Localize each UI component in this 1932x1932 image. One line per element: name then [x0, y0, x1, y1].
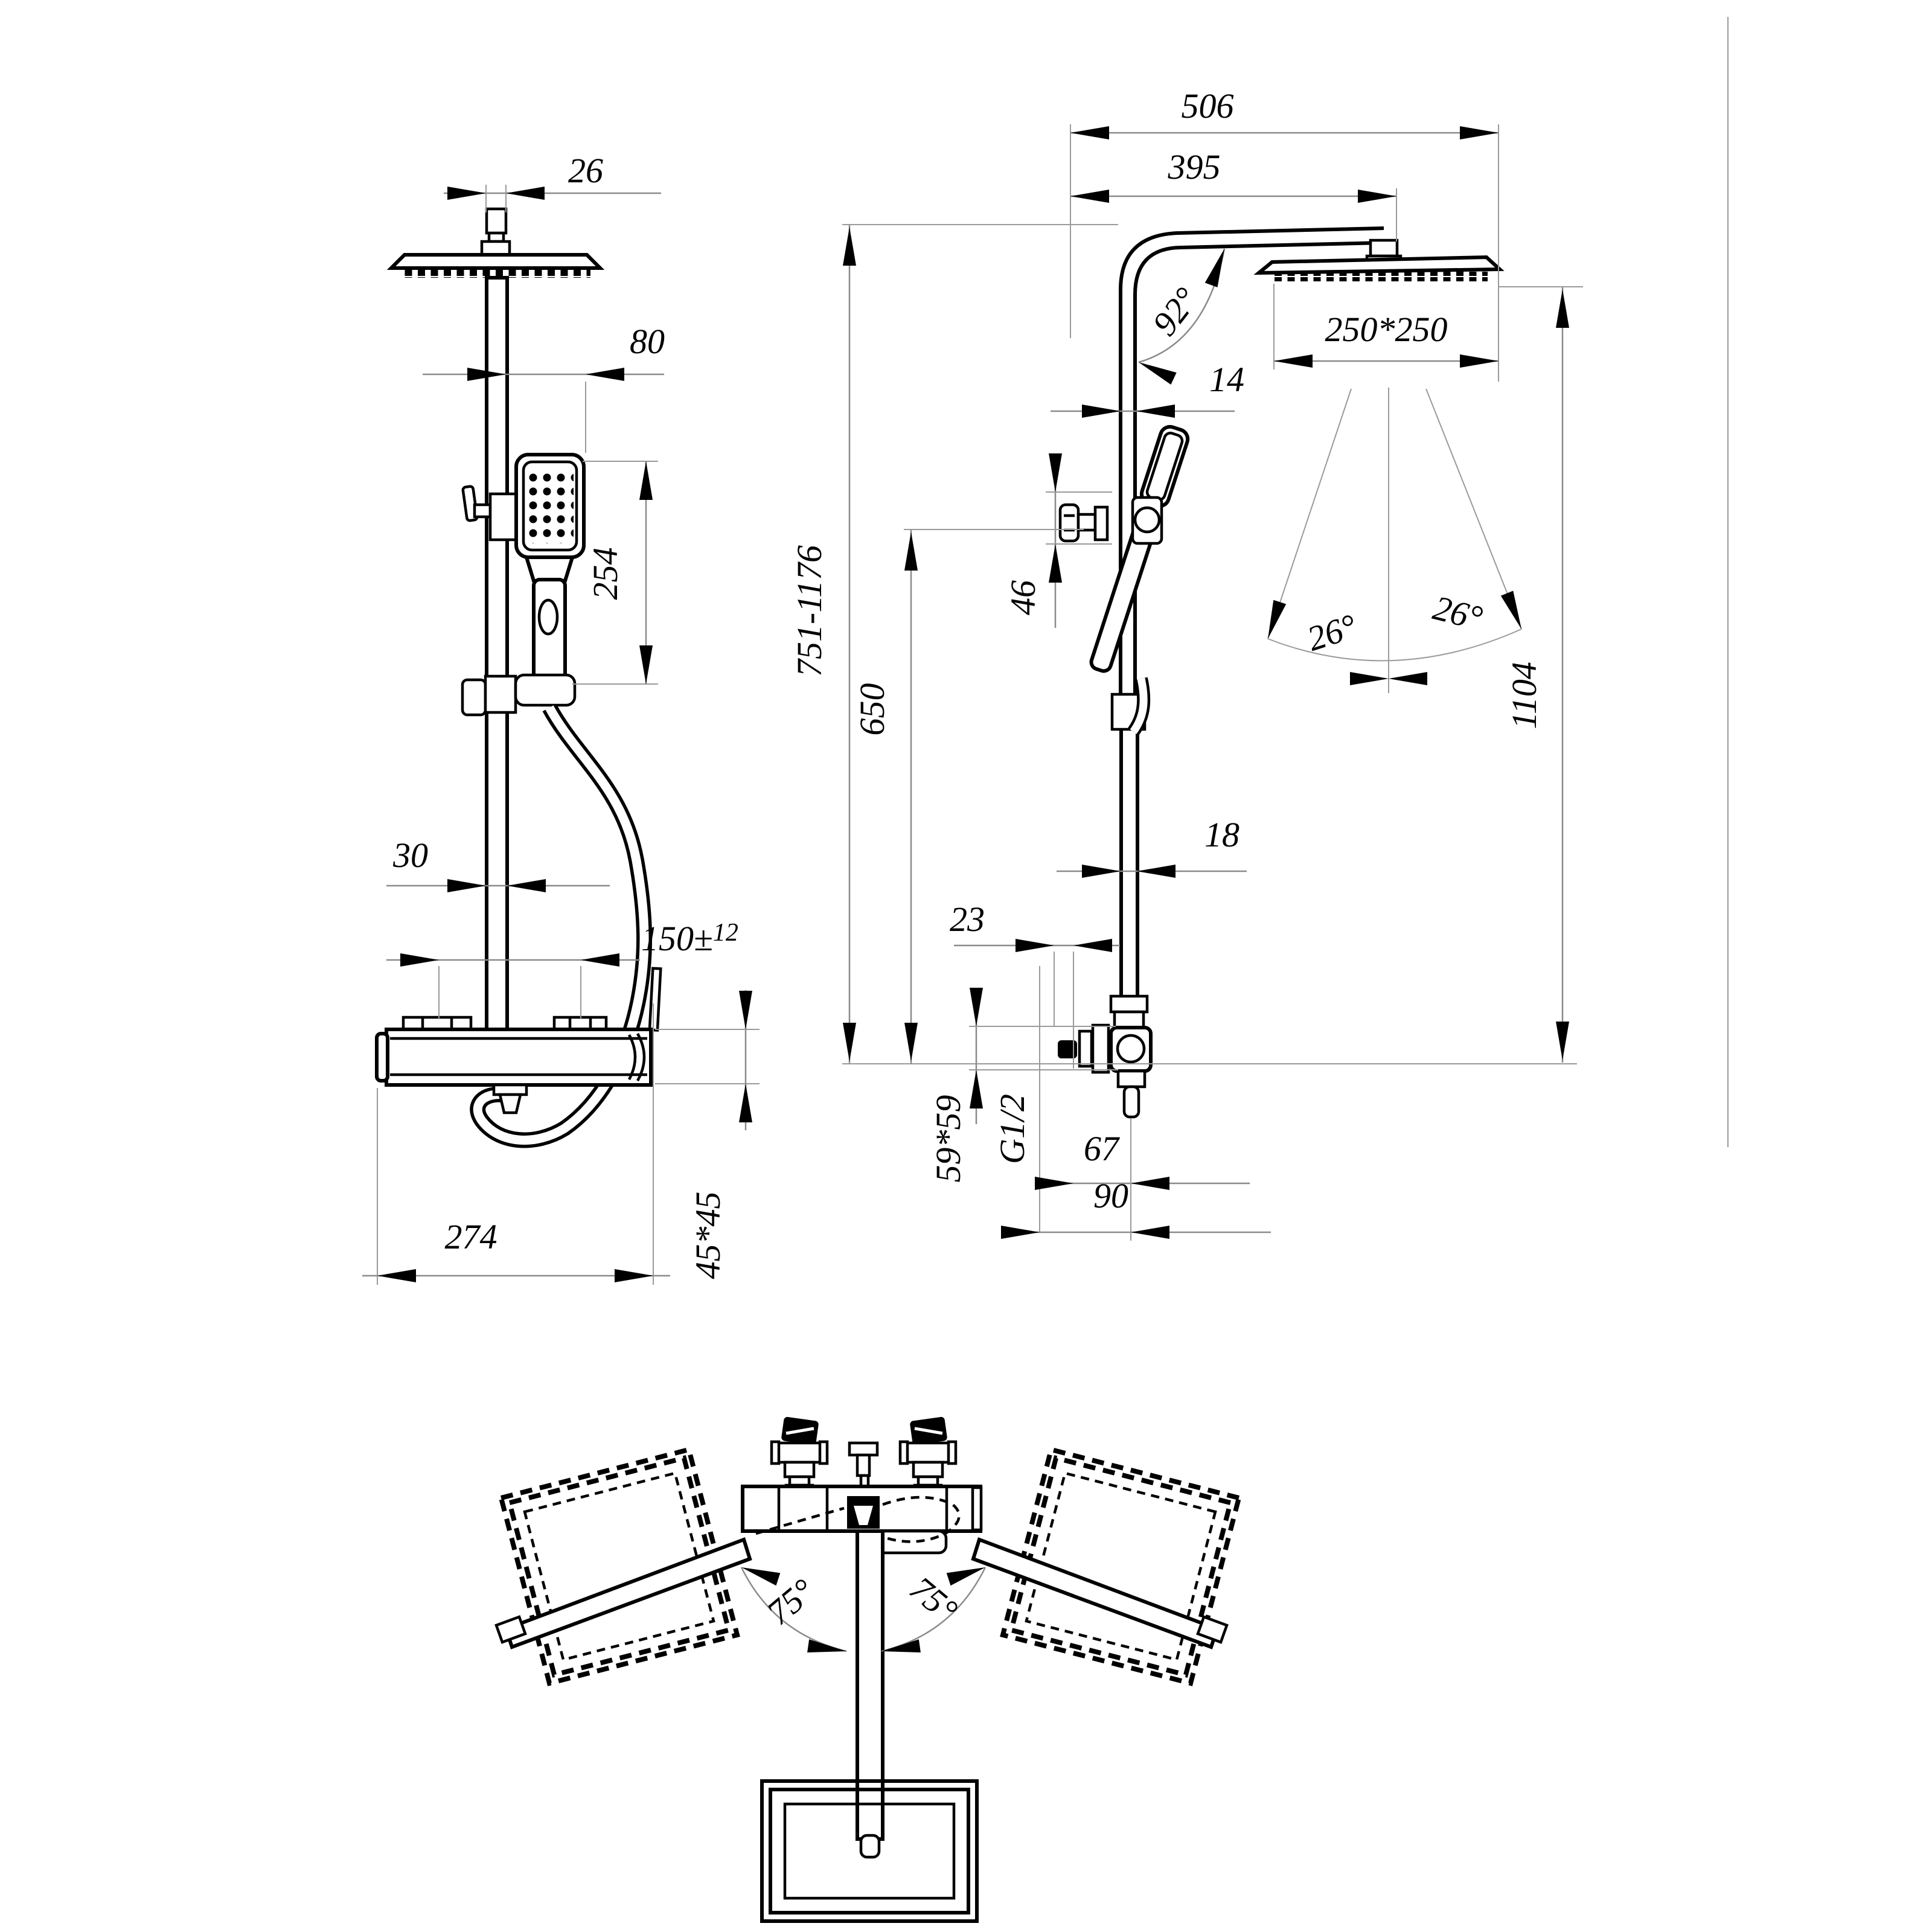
dim-label-274: 274 [445, 1217, 497, 1256]
mixer-valve-side [1058, 994, 1153, 1119]
rain-head-nozzles-side [1269, 272, 1488, 281]
dim-label-506: 506 [1182, 86, 1234, 126]
dim-label-90: 90 [1093, 1176, 1128, 1215]
angle-label-26-right: 26° [1429, 588, 1486, 638]
dim-label-751-1176: 751-1176 [790, 545, 829, 677]
dim-label-30: 30 [392, 836, 428, 875]
side-view: 506 395 92° 250*250 14 [790, 17, 1729, 1241]
dim-label-59x59: 59*59 [929, 1095, 968, 1183]
dim-label-254: 254 [586, 548, 625, 600]
dim-label-80: 80 [630, 322, 665, 361]
swivel-arm-right [971, 1537, 1220, 1649]
riser-pipe-front [485, 276, 509, 1032]
slider-holder-front [461, 673, 577, 717]
dim-label-46: 46 [1003, 580, 1043, 615]
dim-label-26: 26 [568, 151, 603, 190]
mixer-valve-front [375, 967, 662, 1115]
hand-shower-button [537, 598, 559, 636]
hose-inlet-fitting-front [498, 1093, 522, 1115]
center-arm-connector [859, 1834, 881, 1859]
dim-label-67: 67 [1084, 1129, 1120, 1168]
hand-shower-spray-face [526, 469, 574, 543]
dim-label-650: 650 [852, 683, 892, 736]
shower-arm-side [1119, 226, 1384, 694]
dim-label-45x45: 45*45 [688, 1192, 728, 1279]
dim-label-150: 150±12 [641, 919, 738, 958]
rain-head-top-center-position [760, 1779, 979, 1923]
dim-label-18: 18 [1204, 815, 1239, 854]
side-dimensions: 506 395 92° 250*250 14 [790, 86, 1583, 1241]
rain-head-nozzles-front [401, 268, 590, 278]
arm-end-cap-right [1196, 1615, 1229, 1644]
valve-lever-front [648, 967, 662, 1032]
angle-label-92: 92° [1145, 280, 1206, 343]
outlet-spout-side [1122, 1085, 1140, 1119]
swivel-arm-left [504, 1537, 752, 1649]
arm-end-cap-left [494, 1615, 527, 1644]
front-dimensions: 26 80 254 30 150±12 [362, 151, 760, 1285]
dim-label-1104: 1104 [1505, 662, 1544, 729]
head-connector-front [480, 207, 511, 257]
valve-assembly-top [741, 1416, 983, 1555]
dim-label-250x250: 250*250 [1325, 310, 1448, 349]
top-view: 75° 75° [494, 1416, 1242, 1923]
dim-label-395: 395 [1168, 147, 1221, 187]
center-arm-top [856, 1529, 884, 1841]
valve-knob-side [1058, 1040, 1077, 1058]
hose-stub-side [1127, 677, 1151, 736]
dim-label-23: 23 [950, 900, 985, 939]
angle-label-26-left: 26° [1302, 606, 1361, 659]
hand-shower-front [514, 453, 586, 681]
thread-label-g12: G1/2 [993, 1094, 1032, 1164]
rain-head-front [386, 253, 605, 278]
front-view: 26 80 254 30 150±12 [362, 151, 760, 1285]
hand-shower-side [1089, 424, 1190, 673]
holder-pivot [1133, 506, 1161, 534]
dim-label-14: 14 [1209, 360, 1244, 399]
holder-knob-side [1058, 496, 1163, 545]
rain-head-side [1253, 255, 1505, 281]
